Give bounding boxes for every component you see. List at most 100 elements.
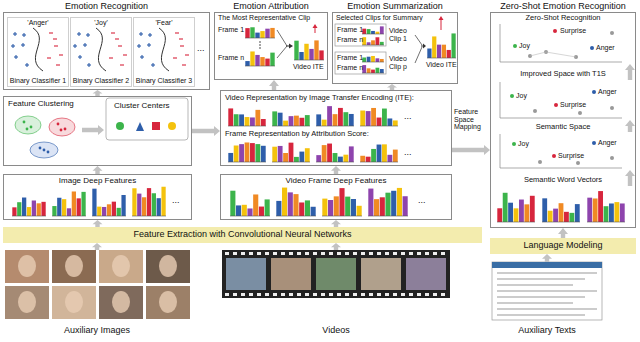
node-title: 'Fear' bbox=[155, 19, 172, 27]
label-text: ... bbox=[172, 196, 180, 206]
sprocket-hole bbox=[265, 252, 269, 255]
histogram-bar bbox=[52, 206, 56, 216]
axis-line bbox=[500, 82, 501, 118]
label-text: ... bbox=[404, 148, 412, 158]
sprocket-hole bbox=[441, 252, 445, 255]
label-text: Frame n bbox=[337, 36, 363, 44]
flow-arrow-decor bbox=[331, 243, 341, 250]
histogram-bar bbox=[305, 148, 310, 162]
sprocket-hole bbox=[233, 293, 237, 296]
histogram-bar bbox=[366, 111, 371, 126]
label-text: Frame 1 bbox=[337, 26, 363, 34]
sample-dot bbox=[26, 128, 29, 131]
minus-sign bbox=[173, 57, 177, 58]
histogram-bar bbox=[371, 108, 376, 126]
label-text: Anger bbox=[598, 88, 617, 96]
histogram-axis bbox=[12, 216, 46, 217]
label-text: Semantic Space bbox=[536, 123, 591, 131]
histogram-axis bbox=[245, 38, 275, 39]
histogram-bar bbox=[553, 209, 558, 222]
node-title: Emotion Attribution bbox=[233, 2, 309, 12]
histogram-bar bbox=[322, 120, 327, 126]
histogram-bar bbox=[299, 52, 303, 60]
center-mark bbox=[136, 122, 144, 131]
label-text: Video Clip p bbox=[389, 55, 415, 70]
flow-arrow bbox=[558, 228, 568, 238]
histogram-bar bbox=[27, 207, 31, 216]
label-text: Surprise bbox=[560, 101, 586, 109]
histogram-bar bbox=[294, 157, 299, 162]
histogram-axis bbox=[322, 216, 362, 217]
axis-line bbox=[500, 24, 501, 62]
histogram-bar bbox=[587, 198, 592, 222]
text-line bbox=[497, 314, 585, 316]
histogram-bar bbox=[255, 55, 259, 66]
histogram-bar bbox=[371, 40, 375, 45]
sprocket-hole bbox=[249, 293, 253, 296]
classifier-box: 'Fear' Binary Classifier 3 bbox=[133, 17, 195, 87]
histogram-bar bbox=[311, 207, 316, 216]
histogram-bar bbox=[161, 187, 165, 216]
histogram-bar bbox=[102, 207, 106, 216]
minus-sign bbox=[109, 57, 113, 58]
node-title: Video Frame Deep Features bbox=[286, 177, 387, 186]
label-text: Frame 1 bbox=[218, 26, 244, 34]
sprocket-hole bbox=[257, 293, 261, 296]
minus-sign bbox=[54, 45, 58, 46]
sample-dot bbox=[43, 149, 46, 152]
histogram-bar bbox=[259, 207, 264, 216]
stage-band: Feature Extraction with Convolutional Ne… bbox=[3, 227, 482, 243]
sprocket-hole bbox=[281, 293, 285, 296]
sprocket-hole bbox=[393, 293, 397, 296]
center-mark bbox=[116, 122, 124, 130]
center-mark bbox=[168, 122, 176, 130]
histogram-bar bbox=[282, 188, 287, 216]
text-line bbox=[497, 278, 585, 280]
histogram-bar bbox=[32, 200, 36, 216]
histogram-bar bbox=[228, 153, 233, 162]
histogram-bar bbox=[593, 198, 598, 222]
sprocket-hole bbox=[305, 252, 309, 255]
histogram-bar bbox=[276, 201, 281, 216]
embedding-dot bbox=[513, 44, 517, 48]
sample-dot bbox=[47, 151, 50, 154]
histogram-bar bbox=[112, 202, 116, 216]
pointer-arrow bbox=[439, 16, 444, 30]
histogram-bar bbox=[451, 33, 455, 58]
label-text: Joy bbox=[519, 42, 530, 50]
center-mark bbox=[152, 122, 160, 130]
sprocket-hole bbox=[313, 252, 317, 255]
minus-sign bbox=[49, 32, 53, 33]
histogram-bar bbox=[305, 115, 310, 126]
histogram-bar bbox=[548, 211, 553, 222]
histogram-bar bbox=[147, 188, 151, 216]
embedding-dot bbox=[554, 103, 558, 107]
classifier-box: 'Anger'Binary Classifier 1 bbox=[7, 17, 69, 87]
histogram-bar bbox=[57, 198, 61, 216]
histogram-bar bbox=[305, 200, 310, 216]
histogram-bar bbox=[322, 145, 327, 162]
histogram-axis bbox=[362, 34, 384, 35]
histogram-bar bbox=[293, 194, 298, 216]
histogram-axis bbox=[316, 162, 354, 163]
label-text: Anger bbox=[598, 139, 617, 147]
minus-sign bbox=[120, 64, 124, 65]
histogram-axis bbox=[230, 216, 270, 217]
photo bbox=[5, 250, 49, 283]
histogram-bar bbox=[447, 50, 451, 58]
video-frame bbox=[226, 258, 266, 290]
label-text: Auxiliary Images bbox=[64, 326, 130, 336]
embedding-dot bbox=[510, 94, 514, 98]
sprocket-hole bbox=[321, 293, 325, 296]
histogram-bar bbox=[497, 208, 502, 222]
plus-sign bbox=[12, 44, 13, 48]
plus-sign bbox=[141, 55, 142, 59]
node-text: Binary Classifier 3 bbox=[136, 77, 192, 85]
histogram-bar bbox=[380, 69, 384, 73]
histogram-bar bbox=[230, 191, 235, 216]
label-text: Video ITE bbox=[426, 61, 457, 69]
histogram-bar bbox=[260, 57, 264, 66]
photo bbox=[99, 250, 143, 283]
histogram-bar bbox=[620, 203, 625, 222]
embedding-dot bbox=[592, 141, 596, 145]
